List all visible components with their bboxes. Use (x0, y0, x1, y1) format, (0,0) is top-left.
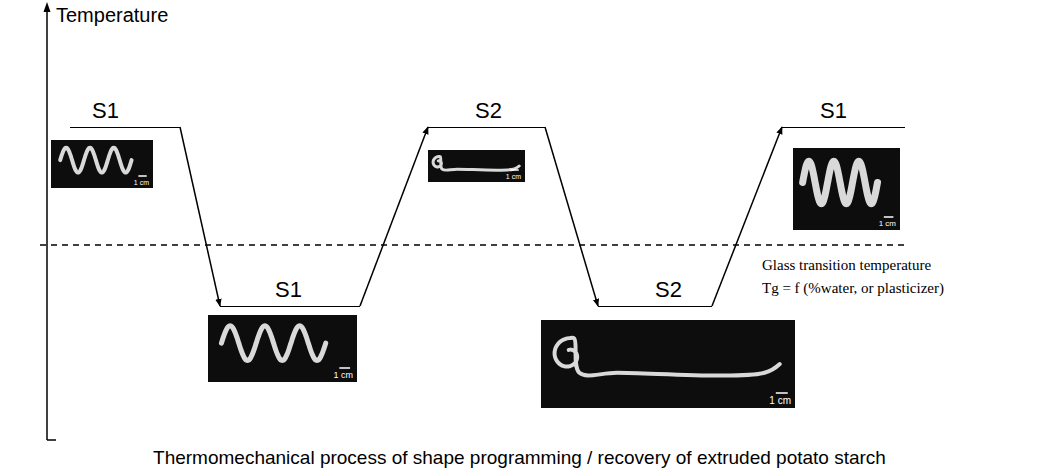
scale-label: 1 cm (769, 396, 791, 406)
scale-label: 1 cm (879, 220, 896, 228)
specimen-photo: 1 cm (793, 148, 900, 230)
threshold-label: Glass transition temperature (762, 257, 931, 274)
state-label: S2 (475, 100, 502, 122)
threshold-label: Tg = f (%water, or plasticizer) (762, 280, 944, 297)
scale-bar (339, 367, 350, 369)
state-plateau: S11 cm (70, 100, 180, 128)
specimen-photo: 1 cm (428, 150, 525, 182)
process-arrow (545, 127, 598, 306)
scale-label: 1 cm (333, 371, 353, 380)
specimen-figure (541, 320, 795, 408)
starch-specimen (433, 156, 519, 170)
specimen-photo: 1 cm (208, 315, 357, 382)
state-label: S2 (655, 279, 682, 301)
specimen-photo: 1 cm (51, 140, 153, 188)
process-arrow (180, 127, 220, 306)
starch-specimen (60, 148, 131, 173)
state-label: S1 (92, 100, 119, 122)
glass-transition-line (40, 244, 905, 246)
scale-bar (884, 216, 894, 218)
state-plateau: S11 cm (782, 100, 905, 128)
state-label: S1 (820, 100, 847, 122)
scale-bar (510, 169, 518, 171)
specimen-photo: 1 cm (541, 320, 795, 408)
process-arrow (360, 127, 428, 306)
process-arrow (712, 127, 782, 306)
starch-specimen (221, 326, 325, 361)
scale-bar (776, 392, 788, 394)
scale-label: 1 cm (506, 173, 521, 180)
starch-specimen (555, 338, 780, 376)
axis-foot (47, 439, 56, 441)
state-plateau: S11 cm (220, 279, 360, 307)
starch-specimen (803, 161, 878, 203)
state-plateau: S21 cm (428, 100, 545, 128)
state-plateau: S21 cm (598, 279, 712, 307)
scale-label: 1 cm (134, 179, 149, 186)
figure-caption: Thermomechanical process of shape progra… (0, 447, 1039, 469)
specimen-figure (793, 148, 900, 230)
axis-title: Temperature (56, 4, 168, 27)
state-label: S1 (275, 279, 302, 301)
scale-bar (138, 175, 146, 177)
temperature-axis (46, 10, 48, 440)
axis-arrowhead (44, 2, 51, 12)
